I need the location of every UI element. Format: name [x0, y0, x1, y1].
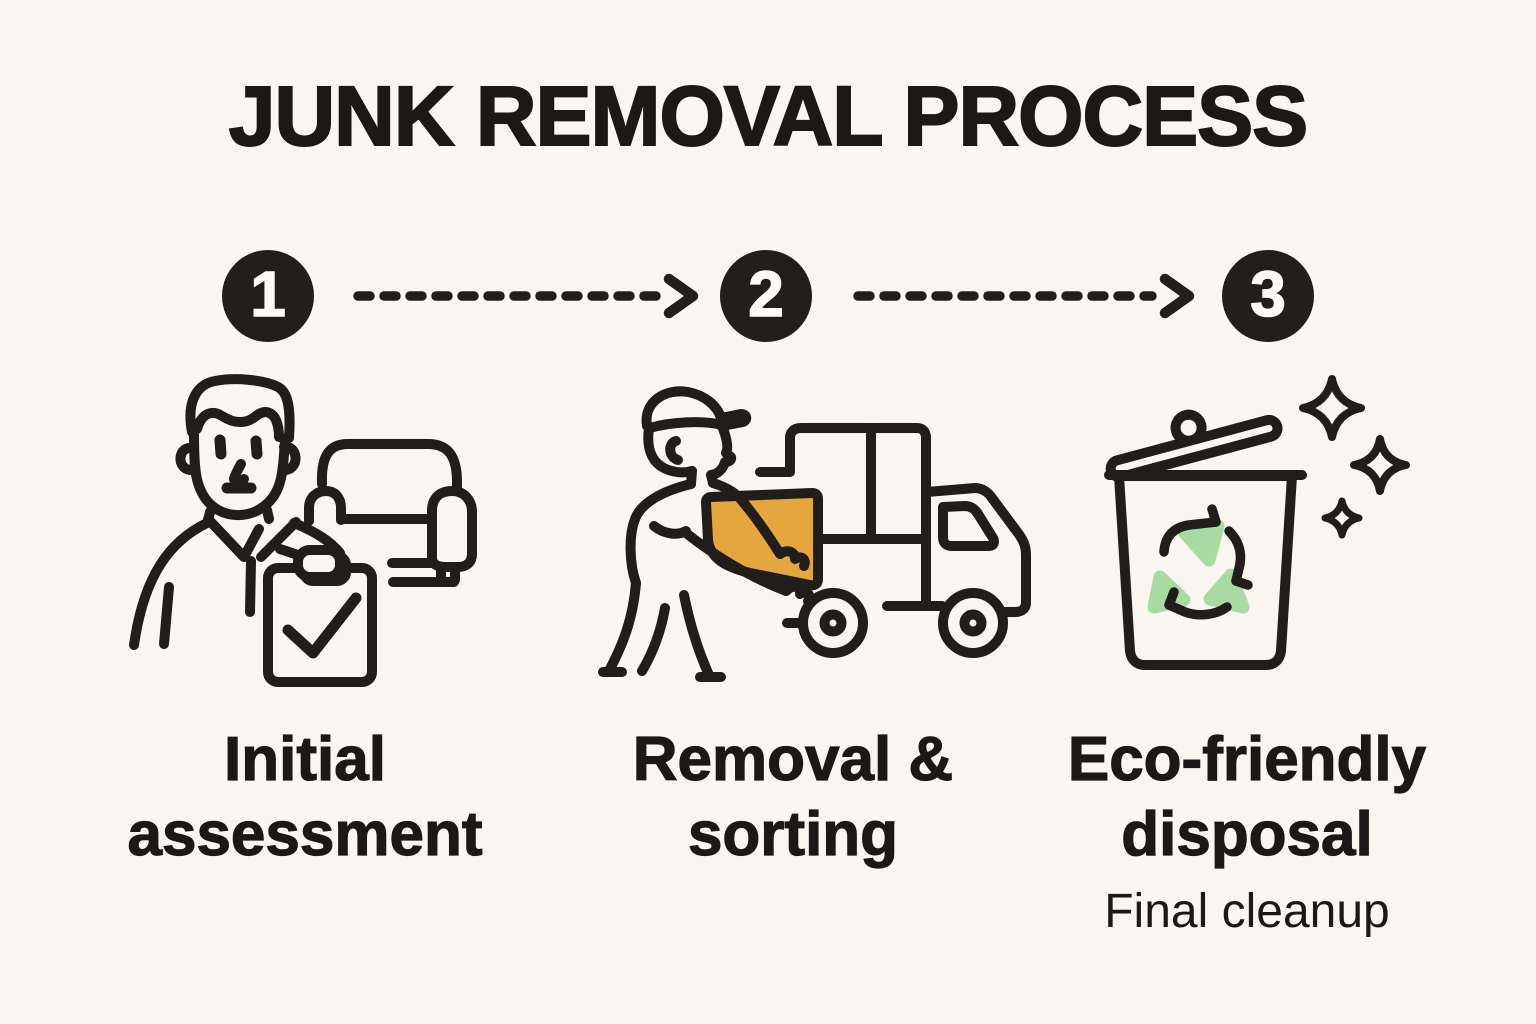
step-3-label-line2: disposal	[1121, 799, 1374, 870]
recycle-symbol-icon	[1147, 504, 1253, 620]
couch-icon	[304, 439, 477, 587]
dashed-arrow-icon	[353, 273, 699, 319]
step-3-label: Eco-friendly disposal	[1027, 722, 1467, 872]
step-3-sublabel: Final cleanup	[1104, 885, 1390, 938]
junk-box-icon	[701, 488, 823, 591]
step-3-number: 3	[1249, 258, 1286, 330]
step-1-label-line1: Initial	[223, 724, 386, 794]
worker-icon	[598, 386, 815, 682]
step-2-number-badge: 2	[720, 250, 812, 342]
step-2-label-line1: Removal &	[632, 724, 954, 794]
person-icon	[129, 374, 345, 650]
dashed-arrow-icon	[853, 273, 1195, 319]
step-1-label: Initial assessment	[85, 722, 525, 872]
step-2-label: Removal & sorting	[573, 722, 1013, 872]
page-title: JUNK REMOVAL PROCESS	[228, 68, 1309, 164]
clipboard-icon	[263, 545, 377, 687]
recycling-bin-sparkles-icon	[1104, 375, 1410, 670]
step-1-number-badge: 1	[222, 250, 314, 342]
step-1-label-line2: assessment	[127, 799, 483, 870]
sparkle-icon	[1299, 375, 1410, 539]
bin-body-icon	[1104, 470, 1307, 670]
hand-icon	[293, 545, 345, 582]
truck-icon	[755, 423, 1031, 658]
bin-lid-icon	[1105, 409, 1283, 483]
worker-loading-truck-icon	[598, 386, 1031, 682]
checkmark-icon	[282, 592, 362, 659]
step-2-label-line2: sorting	[687, 799, 899, 870]
wheel-icon	[798, 588, 868, 658]
step-3-label-line1: Eco-friendly	[1067, 724, 1427, 794]
step-1-number: 1	[249, 258, 286, 330]
wheel-icon	[938, 588, 1008, 658]
person-clipboard-couch-icon	[129, 374, 477, 687]
step-3-number-badge: 3	[1222, 250, 1314, 342]
step-2-number: 2	[747, 258, 784, 330]
